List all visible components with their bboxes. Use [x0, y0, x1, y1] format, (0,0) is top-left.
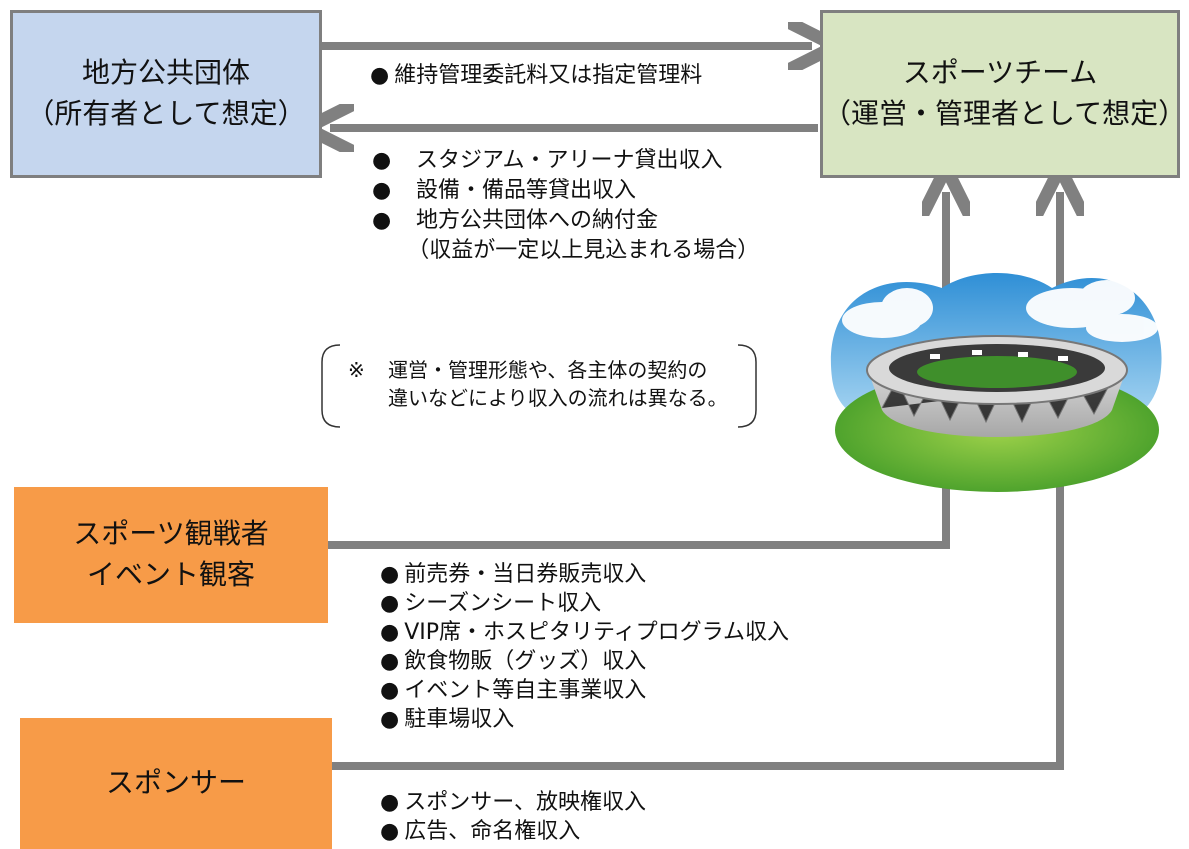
- list-item: ●イベント等自主事業収入: [380, 678, 647, 703]
- gov-to-team-list: ●維持管理委託料又は指定管理料: [370, 62, 702, 90]
- list-item: ●スポンサー、放映権収入: [380, 790, 646, 815]
- note-line-2: 違いなどにより収入の流れは異なる。: [388, 386, 728, 410]
- note-bracket-right: [737, 344, 757, 428]
- list-item: ●維持管理委託料又は指定管理料: [370, 63, 703, 88]
- sponsor-box: スポンサー: [20, 718, 332, 849]
- spectators-box: スポーツ観戦者 イベント観客: [14, 487, 328, 623]
- list-item: ●前売券・当日券販売収入: [380, 562, 647, 587]
- cloud-icon: [842, 280, 1158, 342]
- spectator-revenue-list: ●前売券・当日券販売収入 ●シーズンシート収入 ●VIP席・ホスピタリティプログ…: [380, 560, 789, 734]
- list-item: ●地方公共団体への納付金: [372, 208, 659, 233]
- note-bracket-left: [321, 344, 341, 428]
- government-name: 地方公共団体: [81, 56, 250, 90]
- spectators-name: スポーツ観戦者: [73, 517, 269, 551]
- list-item: ●VIP席・ホスピタリティプログラム収入: [380, 620, 790, 645]
- team-box: スポーツチーム （運営・管理者として想定）: [820, 10, 1187, 178]
- list-item: ●飲食物販（グッズ）収入: [380, 649, 647, 674]
- sponsor-name: スポンサー: [105, 766, 246, 800]
- list-item: ●シーズンシート収入: [380, 591, 602, 616]
- sponsor-revenue-list: ●スポンサー、放映権収入 ●広告、命名権収入: [380, 788, 646, 846]
- government-role: （所有者として想定）: [26, 97, 306, 130]
- list-item: ●広告、命名権収入: [380, 819, 581, 844]
- team-role: （運営・管理者として想定）: [823, 97, 1187, 130]
- list-item: ●設備・備品等貸出収入: [372, 178, 637, 203]
- list-item: ●スタジアム・アリーナ貸出収入: [372, 148, 723, 173]
- stadium-illustration: [822, 258, 1172, 498]
- flow-note: ※運営・管理形態や、各主体の契約の 違いなどにより収入の流れは異なる。: [348, 356, 728, 412]
- spectators-sub: イベント観客: [86, 558, 255, 591]
- team-to-gov-list: ●スタジアム・アリーナ貸出収入 ●設備・備品等貸出収入 ●地方公共団体への納付金…: [372, 146, 759, 266]
- government-box: 地方公共団体 （所有者として想定）: [10, 10, 322, 178]
- stadium-pitch: [917, 356, 1077, 388]
- note-line-1: ※運営・管理形態や、各主体の契約の: [348, 358, 708, 382]
- list-subnote: （収益が一定以上見込まれる場合）: [407, 238, 760, 263]
- team-name: スポーツチーム: [902, 56, 1098, 90]
- list-item: ●駐車場収入: [380, 707, 515, 732]
